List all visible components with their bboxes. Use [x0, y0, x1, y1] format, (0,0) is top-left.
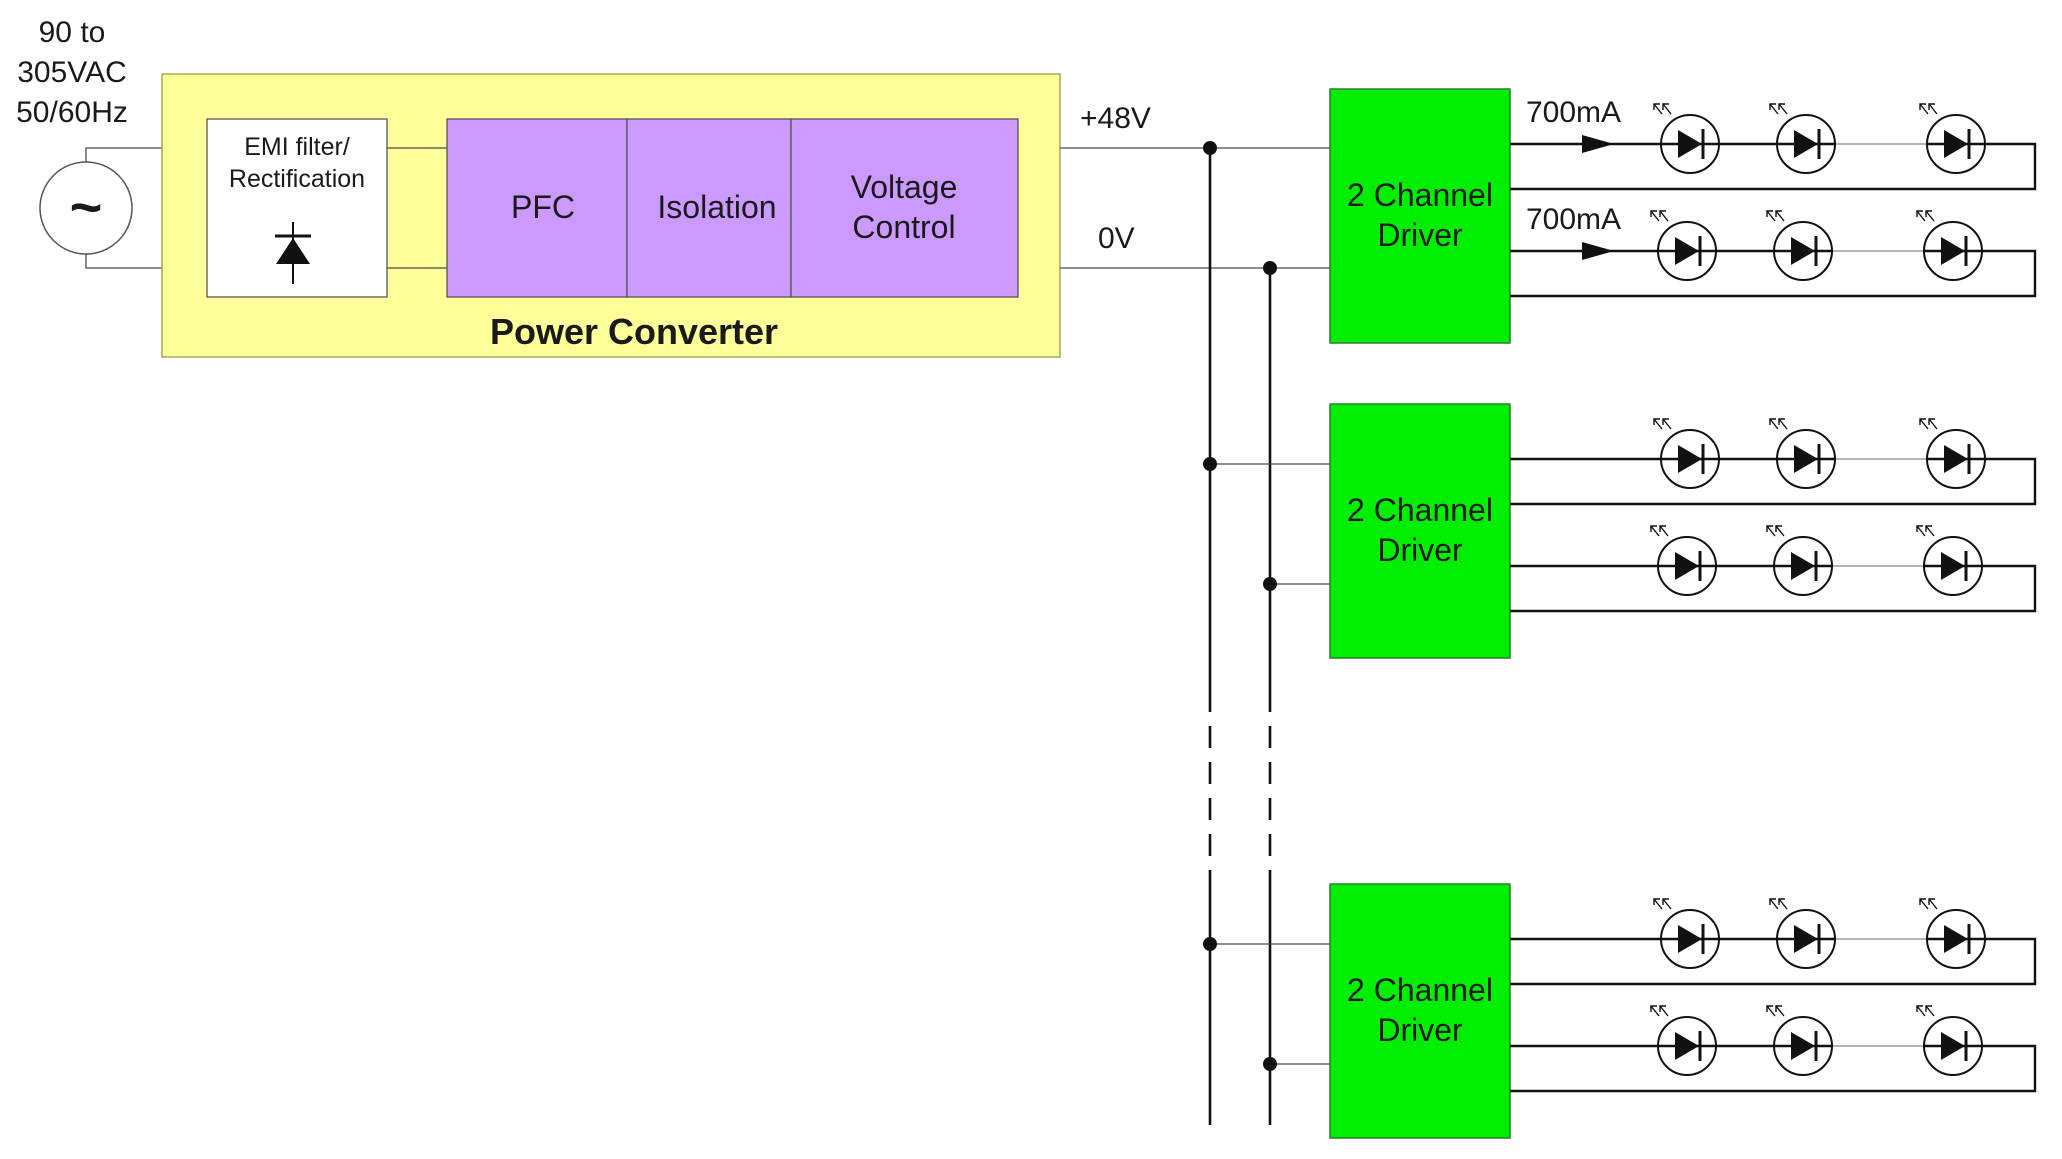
led-icon — [1650, 1005, 1717, 1076]
led-icon — [1766, 525, 1833, 596]
input-voltage-line-3: 50/60Hz — [16, 96, 128, 129]
junction-dot — [1203, 937, 1217, 951]
input-voltage-line-1: 90 to — [39, 16, 106, 49]
pfc-block — [446, 118, 628, 298]
voltage-control-label-2: Control — [852, 209, 955, 245]
driver-box — [1329, 403, 1511, 659]
emi-filter-block — [206, 118, 388, 298]
rectifier-diode-icon — [275, 222, 311, 284]
led-icon — [1766, 210, 1833, 281]
led-icon — [1916, 210, 1983, 281]
led-channel-1 — [1510, 418, 2037, 506]
led-string-wire — [1510, 937, 2037, 986]
junction-dot — [1203, 141, 1217, 155]
led-icon — [1650, 210, 1717, 281]
led-channel-2: 700mA — [1510, 203, 2037, 298]
channel-current-label: 700mA — [1526, 203, 1621, 236]
power-converter: Power Converter EMI filter/ Rectificatio… — [161, 73, 1061, 358]
pfc-label: PFC — [511, 189, 575, 225]
led-channel-1 — [1510, 898, 2037, 986]
led-icon — [1916, 1005, 1983, 1076]
driver-label-line-2: Driver — [1377, 217, 1463, 253]
power-converter-title: Power Converter — [490, 311, 778, 352]
emi-filter-label: EMI filter/ — [244, 133, 350, 161]
rectification-label: Rectification — [229, 165, 365, 193]
led-icon — [1766, 1005, 1833, 1076]
junction-dot — [1263, 261, 1277, 275]
led-icon — [1769, 103, 1836, 174]
led-icon — [1916, 525, 1983, 596]
input-voltage-line-2: 305VAC — [17, 56, 127, 89]
positive-rail-label: +48V — [1080, 102, 1151, 135]
isolation-label: Isolation — [657, 189, 776, 225]
led-icon — [1919, 103, 1986, 174]
voltage-control-label-1: Voltage — [851, 169, 958, 205]
driver-bus-connection — [1210, 463, 1330, 585]
driver-label-line-1: 2 Channel — [1347, 177, 1493, 213]
led-icon — [1653, 418, 1720, 489]
driver-bus-connection — [1210, 943, 1330, 1065]
led-icon — [1650, 525, 1717, 596]
junction-dot — [1203, 457, 1217, 471]
led-icon — [1769, 898, 1836, 969]
led-string-wire — [1510, 1044, 2037, 1093]
led-icon — [1653, 103, 1720, 174]
current-arrow-icon — [1582, 242, 1614, 260]
driver-label-line-1: 2 Channel — [1347, 492, 1493, 528]
voltage-control-block — [790, 118, 1019, 298]
led-channel-2 — [1510, 1005, 2037, 1093]
channel-current-label: 700mA — [1526, 96, 1621, 129]
junction-dot — [1263, 577, 1277, 591]
led-string-wire — [1510, 564, 2037, 613]
driver-box — [1329, 88, 1511, 344]
led-icon — [1769, 418, 1836, 489]
led-icon — [1919, 418, 1986, 489]
led-string-wire — [1510, 457, 2037, 506]
isolation-block — [626, 118, 792, 298]
led-channel-1: 700mA — [1510, 96, 2037, 191]
junction-dot — [1263, 1057, 1277, 1071]
emi-to-pfc-wires — [387, 147, 447, 269]
driver-label-line-2: Driver — [1377, 532, 1463, 568]
negative-rail-label: 0V — [1098, 222, 1135, 255]
led-icon — [1653, 898, 1720, 969]
ac-source-symbol: ~ — [70, 175, 103, 238]
current-arrow-icon — [1582, 135, 1614, 153]
driver-box — [1329, 883, 1511, 1139]
ac-source: 90 to 305VAC 50/60Hz ~ — [16, 16, 205, 269]
led-channel-2 — [1510, 525, 2037, 613]
led-icon — [1919, 898, 1986, 969]
driver-label-line-2: Driver — [1377, 1012, 1463, 1048]
driver-label-line-1: 2 Channel — [1347, 972, 1493, 1008]
